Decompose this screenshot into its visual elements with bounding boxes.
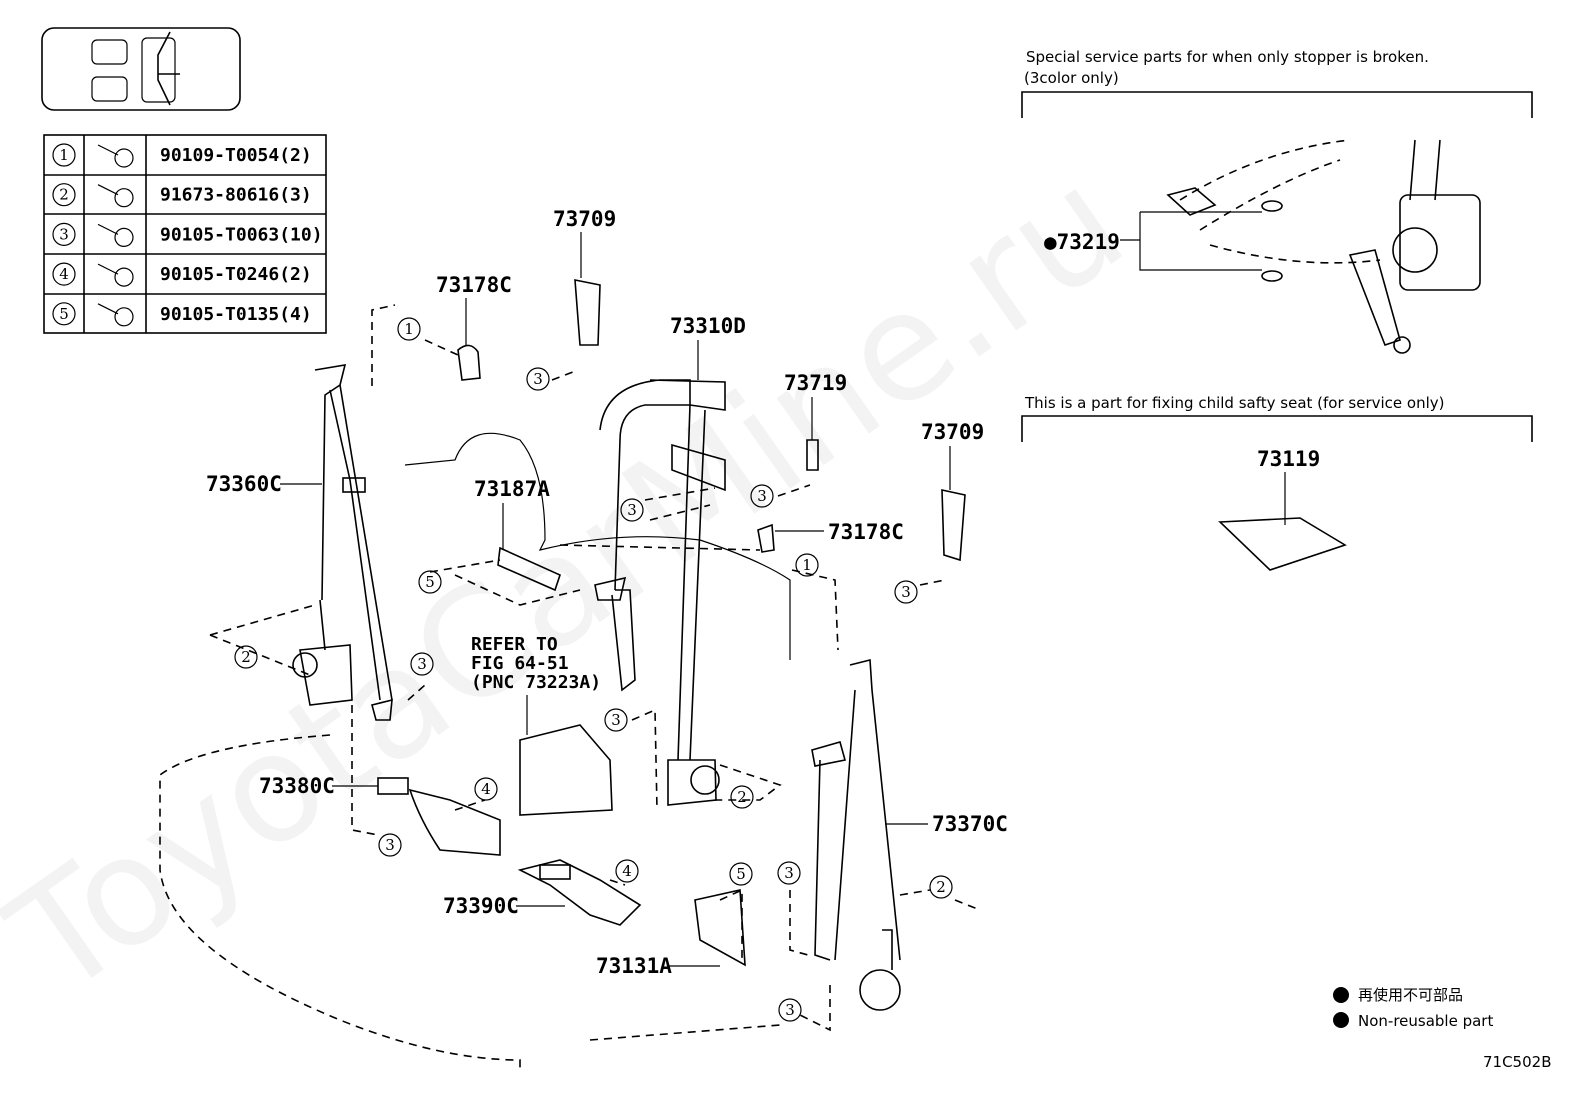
part-label-73360c[interactable]: 73360C: [206, 472, 282, 496]
child-seat-bracket: [1021, 415, 1533, 442]
fastener-callout: 3: [778, 998, 802, 1022]
part-label-73709[interactable]: 73709: [553, 207, 616, 231]
part-label-73131a[interactable]: 73131A: [596, 954, 672, 978]
part-label-73310d[interactable]: 73310D: [670, 314, 746, 338]
callout-number: 4: [481, 780, 491, 798]
fastener-part-number[interactable]: 91673-80616(3): [160, 185, 312, 206]
fastener-part-number[interactable]: 90105-T0135(4): [160, 304, 312, 325]
vehicle-location-icon: [41, 27, 241, 111]
child-seat-anchor-drawing: [1218, 517, 1347, 571]
callout-number: 2: [241, 648, 251, 666]
stopper-note: Special service parts for when only stop…: [1026, 48, 1429, 66]
ref-number: 4: [59, 265, 69, 283]
bolt-icon: [97, 144, 134, 168]
fastener-callout: 3: [777, 861, 801, 885]
ref-circle: [52, 302, 76, 326]
callout-number: 1: [802, 556, 812, 574]
part-label-73709-b[interactable]: 73709: [921, 420, 984, 444]
refer-line-1: REFER TO: [471, 634, 558, 655]
ref-number: 2: [59, 186, 69, 204]
part-label-73370c[interactable]: 73370C: [932, 812, 1008, 836]
stopper-note-sub: (3color only): [1024, 69, 1119, 87]
seat-belt-assembly-drawing: [159, 279, 981, 1070]
callout-number: 3: [784, 864, 794, 882]
callout-group: 1 3 3 3 5 1 3 2 3 3 2 4 3 4 5 3 2 3: [234, 317, 953, 1022]
callout-number: 3: [417, 655, 427, 673]
callout-number: 1: [404, 320, 414, 338]
callout-number: 2: [737, 788, 747, 806]
fastener-callout: 2: [234, 645, 258, 669]
callout-number: 5: [736, 865, 746, 883]
non-reusable-bullet-icon: [1333, 987, 1349, 1003]
refer-line-2[interactable]: FIG 64-51: [471, 653, 569, 674]
ref-number: 3: [59, 225, 69, 243]
fastener-callout: 2: [730, 785, 754, 809]
ref-number: 1: [59, 146, 69, 164]
fastener-row: 1 90109-T0054(2): [52, 143, 312, 168]
fastener-callout: 1: [397, 317, 421, 341]
bolt-icon: [97, 184, 134, 208]
ref-circle: [52, 143, 76, 167]
callout-number: 3: [385, 836, 395, 854]
refer-line-3: (PNC 73223A): [471, 672, 601, 693]
part-label-73178c-b[interactable]: 73178C: [828, 520, 904, 544]
fastener-callout: 4: [474, 777, 498, 801]
fastener-callout: 1: [795, 553, 819, 577]
callout-number: 3: [757, 487, 767, 505]
bolt-icon: [97, 223, 134, 247]
non-reusable-bullet-icon: [1333, 1012, 1349, 1028]
part-label-73390c[interactable]: 73390C: [443, 894, 519, 918]
ref-circle: [52, 262, 76, 286]
fastener-callout: 2: [929, 875, 953, 899]
fastener-callout: 3: [894, 580, 918, 604]
figure-code: 71C502B: [1483, 1053, 1551, 1071]
stopper-bracket: [1021, 91, 1533, 118]
part-label-73719[interactable]: 73719: [784, 371, 847, 395]
part-label-73187a[interactable]: 73187A: [474, 477, 550, 501]
fastener-callout: 3: [750, 484, 774, 508]
callout-number: 3: [627, 501, 637, 519]
retractor-stopper-drawing: [1120, 139, 1481, 354]
fastener-callout: 5: [418, 570, 442, 594]
callout-number: 3: [611, 711, 621, 729]
child-seat-note: This is a part for fixing child safty se…: [1024, 394, 1444, 412]
fastener-part-number[interactable]: 90109-T0054(2): [160, 145, 312, 166]
bolt-icon: [97, 263, 134, 287]
fastener-row: 5 90105-T0135(4): [52, 302, 312, 327]
fastener-table: 1 90109-T0054(2) 2 91673-80616(3) 3 9010…: [43, 134, 327, 334]
fastener-callout: 3: [410, 652, 434, 676]
ref-circle: [52, 183, 76, 207]
fastener-callout: 5: [729, 862, 753, 886]
fastener-callout: 3: [620, 498, 644, 522]
bolt-icon: [97, 303, 134, 327]
fastener-row: 2 91673-80616(3): [52, 183, 312, 208]
fastener-callout: 4: [615, 859, 639, 883]
legend-jp: 再使用不可部品: [1358, 986, 1463, 1004]
part-label-73219[interactable]: ●73219: [1044, 230, 1120, 254]
legend-en: Non-reusable part: [1358, 1012, 1493, 1030]
fastener-callout: 3: [604, 708, 628, 732]
callout-number: 3: [533, 370, 543, 388]
callout-number: 2: [936, 878, 946, 896]
ref-number: 5: [59, 305, 69, 323]
fastener-callout: 3: [526, 367, 550, 391]
part-label-73119[interactable]: 73119: [1257, 447, 1320, 471]
callout-number: 3: [785, 1001, 795, 1019]
fastener-part-number[interactable]: 90105-T0063(10): [160, 224, 323, 245]
fastener-row: 4 90105-T0246(2): [52, 262, 312, 287]
fastener-callout: 3: [378, 833, 402, 857]
part-label-73178c[interactable]: 73178C: [436, 273, 512, 297]
part-label-73380c[interactable]: 73380C: [259, 774, 335, 798]
fastener-part-number[interactable]: 90105-T0246(2): [160, 264, 312, 285]
fastener-row: 3 90105-T0063(10): [52, 222, 323, 247]
callout-number: 3: [901, 583, 911, 601]
callout-number: 4: [622, 862, 632, 880]
ref-circle: [52, 222, 76, 246]
callout-number: 5: [425, 573, 435, 591]
